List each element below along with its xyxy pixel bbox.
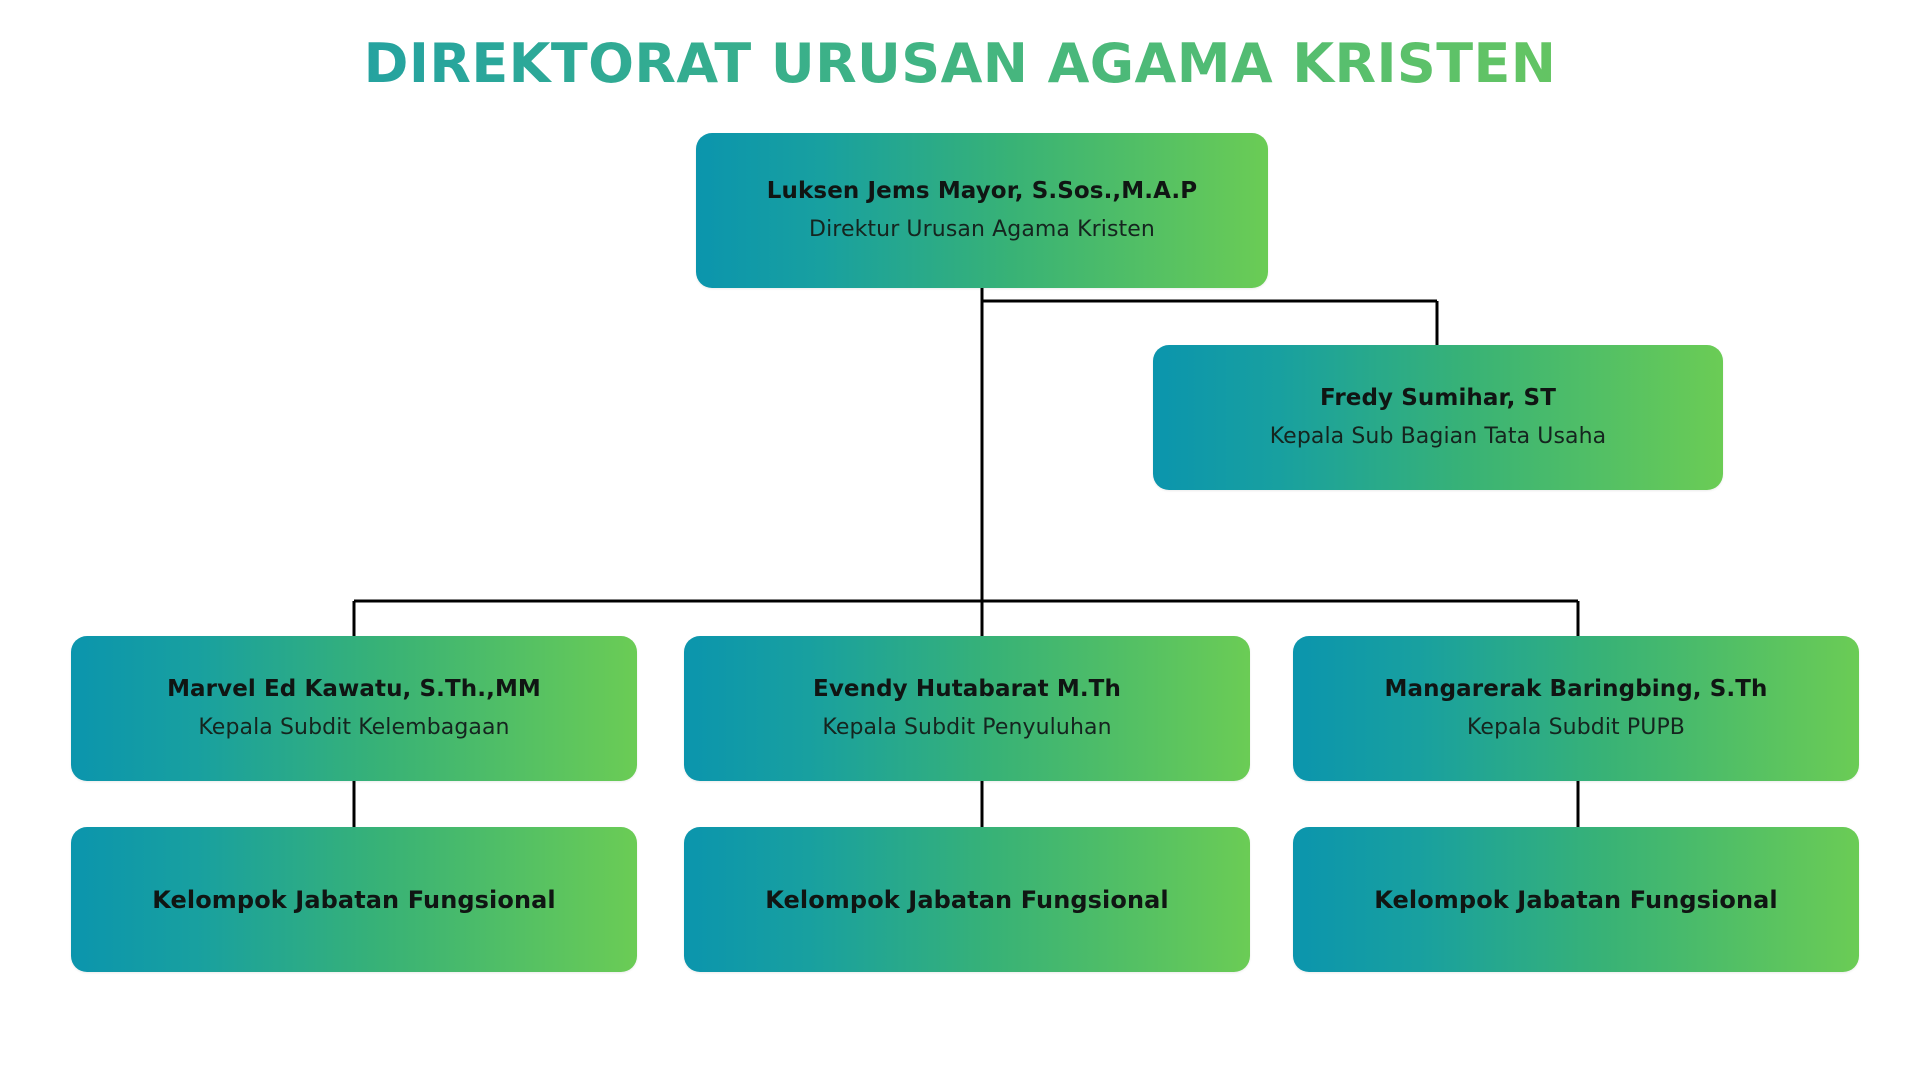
org-node-fungsional-3[interactable]: Kelompok Jabatan Fungsional: [1293, 827, 1859, 972]
org-node-name: Marvel Ed Kawatu, S.Th.,MM: [167, 675, 541, 702]
page-title: DIREKTORAT URUSAN AGAMA KRISTEN: [0, 34, 1920, 94]
org-node-name: Luksen Jems Mayor, S.Sos.,M.A.P: [766, 177, 1198, 204]
org-node-fungsional-1[interactable]: Kelompok Jabatan Fungsional: [71, 827, 637, 972]
org-node-director[interactable]: Luksen Jems Mayor, S.Sos.,M.A.P Direktur…: [696, 133, 1268, 288]
org-node-name: Kelompok Jabatan Fungsional: [152, 885, 556, 914]
org-node-name: Fredy Sumihar, ST: [1320, 384, 1556, 411]
org-node-tata-usaha[interactable]: Fredy Sumihar, ST Kepala Sub Bagian Tata…: [1153, 345, 1723, 490]
org-node-subdit-kelembagaan[interactable]: Marvel Ed Kawatu, S.Th.,MM Kepala Subdit…: [71, 636, 637, 781]
org-node-name: Mangarerak Baringbing, S.Th: [1384, 675, 1768, 702]
org-node-name: Evendy Hutabarat M.Th: [813, 675, 1121, 702]
org-node-role: Kepala Subdit Kelembagaan: [198, 714, 510, 740]
org-node-subdit-penyuluhan[interactable]: Evendy Hutabarat M.Th Kepala Subdit Peny…: [684, 636, 1250, 781]
org-node-role: Kepala Sub Bagian Tata Usaha: [1269, 423, 1607, 449]
org-node-role: Kepala Subdit PUPB: [1467, 714, 1685, 740]
org-node-role: Kepala Subdit Penyuluhan: [822, 714, 1112, 740]
org-node-role: Direktur Urusan Agama Kristen: [809, 216, 1155, 242]
org-node-name: Kelompok Jabatan Fungsional: [765, 885, 1169, 914]
org-node-name: Kelompok Jabatan Fungsional: [1374, 885, 1778, 914]
org-node-fungsional-2[interactable]: Kelompok Jabatan Fungsional: [684, 827, 1250, 972]
org-node-subdit-pupb[interactable]: Mangarerak Baringbing, S.Th Kepala Subdi…: [1293, 636, 1859, 781]
